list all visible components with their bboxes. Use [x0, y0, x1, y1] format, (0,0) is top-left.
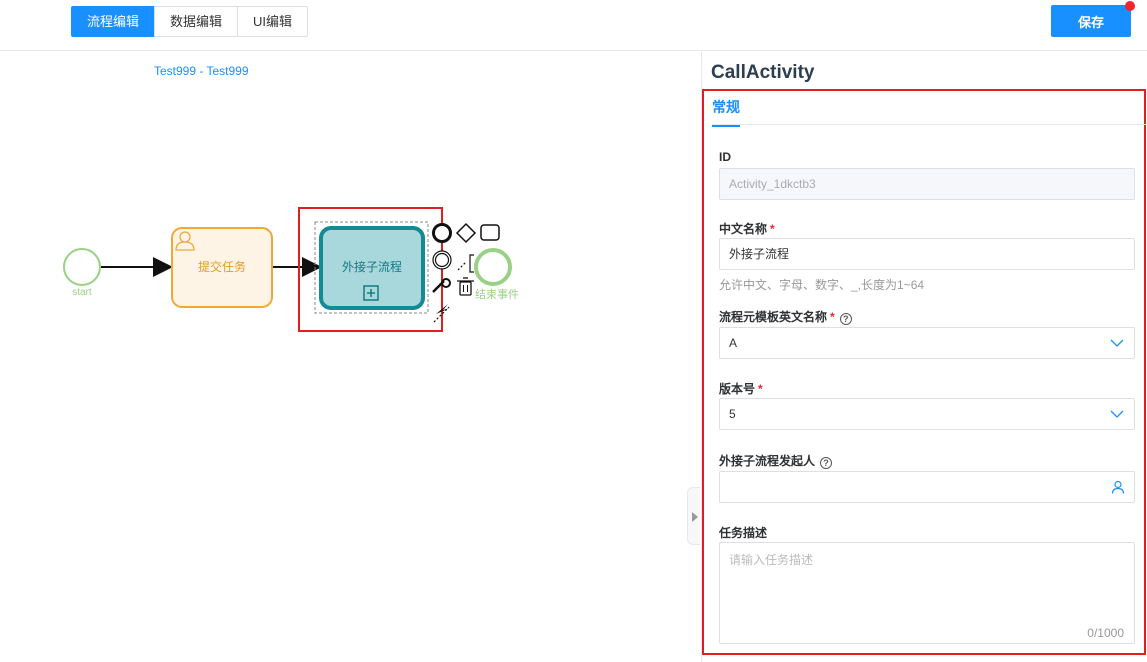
change-type-icon[interactable]	[432, 278, 451, 293]
notification-dot	[1125, 1, 1135, 11]
tab-data-edit[interactable]: 数据编辑	[154, 6, 239, 37]
user-task[interactable]: 提交任务	[171, 227, 273, 308]
top-toolbar: 流程编辑 数据编辑 UI编辑 保存	[0, 0, 1147, 51]
append-task-icon[interactable]	[480, 224, 500, 241]
user-select-icon[interactable]	[1111, 480, 1125, 494]
initiator-label-text: 外接子流程发起人	[719, 454, 816, 468]
help-icon[interactable]: ?	[839, 313, 852, 325]
description-textarea[interactable]: 请输入任务描述 0/1000	[719, 542, 1135, 644]
panel-title: CallActivity	[711, 62, 815, 83]
cn-name-label: 中文名称*	[719, 220, 775, 237]
version-label: 版本号*	[719, 380, 763, 397]
help-icon[interactable]: ?	[820, 457, 833, 469]
version-select[interactable]: 5	[719, 398, 1135, 430]
connect-tool-icon[interactable]	[433, 304, 450, 323]
bpmn-diagram: start 提交任务 外接子流程	[63, 207, 519, 332]
id-label: ID	[719, 150, 731, 164]
cn-name-hint: 允许中文、字母、数字、_,长度为1~64	[719, 278, 925, 292]
description-placeholder: 请输入任务描述	[729, 553, 814, 567]
id-value: Activity_1dkctb3	[729, 177, 816, 191]
user-icon	[175, 231, 195, 251]
id-input: Activity_1dkctb3	[719, 168, 1135, 200]
tab-general[interactable]: 常规	[712, 97, 740, 127]
properties-panel: CallActivity 常规 ID Activity_1dkctb3 中文名称…	[701, 52, 1147, 662]
chevron-down-icon	[1110, 339, 1124, 347]
end-event-label: 结束事件	[475, 288, 519, 301]
template-name-value: A	[729, 336, 738, 350]
breadcrumb[interactable]: Test999 - Test999	[154, 64, 249, 78]
template-name-select[interactable]: A	[719, 327, 1135, 359]
version-label-text: 版本号	[719, 382, 756, 396]
version-value: 5	[729, 407, 736, 421]
template-name-label: 流程元模板英文名称*?	[719, 308, 852, 325]
chevron-down-icon	[1110, 410, 1124, 418]
start-event[interactable]: start	[63, 248, 101, 298]
template-name-label-text: 流程元模板英文名称	[719, 310, 828, 324]
bpmn-canvas[interactable]: Test999 - Test999 start 提交任务	[0, 52, 700, 662]
end-event[interactable]: 结束事件	[474, 248, 519, 301]
panel-collapse-handle[interactable]	[687, 487, 700, 545]
initiator-input[interactable]	[719, 471, 1135, 503]
required-mark: *	[758, 382, 763, 396]
required-mark: *	[830, 310, 835, 324]
append-end-event-icon[interactable]	[432, 223, 452, 243]
char-counter: 0/1000	[1087, 626, 1124, 640]
save-button[interactable]: 保存	[1051, 5, 1131, 37]
cn-name-value: 外接子流程	[729, 247, 790, 261]
tab-ui-edit[interactable]: UI编辑	[237, 6, 309, 37]
text-annotation-icon[interactable]	[457, 254, 474, 273]
delete-icon[interactable]	[457, 277, 474, 296]
call-activity[interactable]: 外接子流程	[319, 226, 425, 310]
editor-tabs: 流程编辑 数据编辑 UI编辑	[71, 6, 309, 37]
selection-outline	[314, 221, 429, 314]
expand-marker-icon[interactable]	[363, 285, 379, 301]
call-activity-label: 外接子流程	[342, 259, 402, 274]
context-pad	[432, 222, 500, 323]
properties-form: 常规 ID Activity_1dkctb3 中文名称* 外接子流程 允许中文、…	[702, 89, 1146, 655]
tab-process-edit[interactable]: 流程编辑	[71, 6, 156, 37]
start-event-label: start	[72, 287, 92, 298]
panel-tabs: 常规	[712, 91, 1146, 127]
append-gateway-icon[interactable]	[455, 222, 477, 244]
cn-name-label-text: 中文名称	[719, 222, 768, 236]
user-task-label: 提交任务	[198, 259, 246, 274]
required-mark: *	[770, 222, 775, 236]
cn-name-input[interactable]: 外接子流程	[719, 238, 1135, 270]
append-intermediate-event-icon[interactable]	[432, 250, 452, 270]
description-label: 任务描述	[719, 526, 768, 540]
initiator-label: 外接子流程发起人?	[719, 452, 833, 469]
